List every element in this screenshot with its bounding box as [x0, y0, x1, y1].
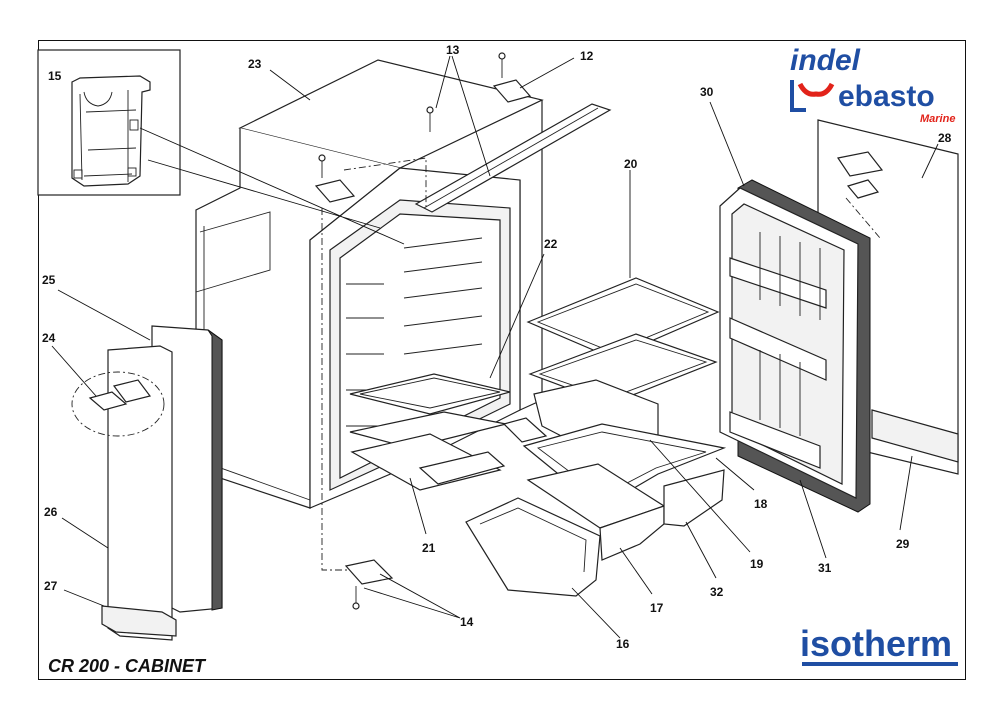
logo-webasto-text: ebasto	[838, 80, 935, 113]
label-13: 13	[446, 43, 460, 57]
bottle-holder-part	[71, 75, 151, 187]
label-31: 31	[818, 561, 832, 575]
label-24: 24	[42, 331, 56, 345]
part-labels: 12 13 14 15 16 17 18 19 20 21 22 23 24 2…	[42, 43, 952, 651]
label-22: 22	[544, 237, 558, 251]
wire-shelves	[349, 373, 511, 491]
indel-webasto-logo: indel ebasto Marine	[790, 44, 955, 125]
label-16: 16	[616, 637, 630, 651]
bottom-hinge	[344, 417, 548, 610]
label-28: 28	[938, 131, 952, 145]
crisper-drawers	[465, 379, 727, 597]
label-18: 18	[754, 497, 768, 511]
label-26: 26	[44, 505, 58, 519]
label-14: 14	[460, 615, 474, 629]
isotherm-logo: isotherm	[800, 623, 958, 666]
label-23: 23	[248, 57, 262, 71]
label-25: 25	[42, 273, 56, 287]
right-door	[719, 119, 959, 513]
left-door	[71, 325, 223, 641]
glass-shelves	[526, 277, 720, 405]
inset-box	[37, 49, 181, 196]
label-15: 15	[48, 69, 62, 83]
logo-marine-text: Marine	[920, 113, 955, 125]
label-20: 20	[624, 157, 638, 171]
diagram-title: CR 200 - CABINET	[48, 656, 207, 676]
label-27: 27	[44, 579, 58, 593]
label-21: 21	[422, 541, 436, 555]
label-29: 29	[896, 537, 910, 551]
logo-indel-text: indel	[790, 44, 861, 77]
label-32: 32	[710, 585, 724, 599]
label-12: 12	[580, 49, 594, 63]
logo-isotherm-text: isotherm	[800, 623, 952, 664]
leader-lines	[51, 55, 939, 639]
drawing-frame	[38, 40, 966, 680]
label-19: 19	[750, 557, 764, 571]
label-17: 17	[650, 601, 664, 615]
label-30: 30	[700, 85, 714, 99]
